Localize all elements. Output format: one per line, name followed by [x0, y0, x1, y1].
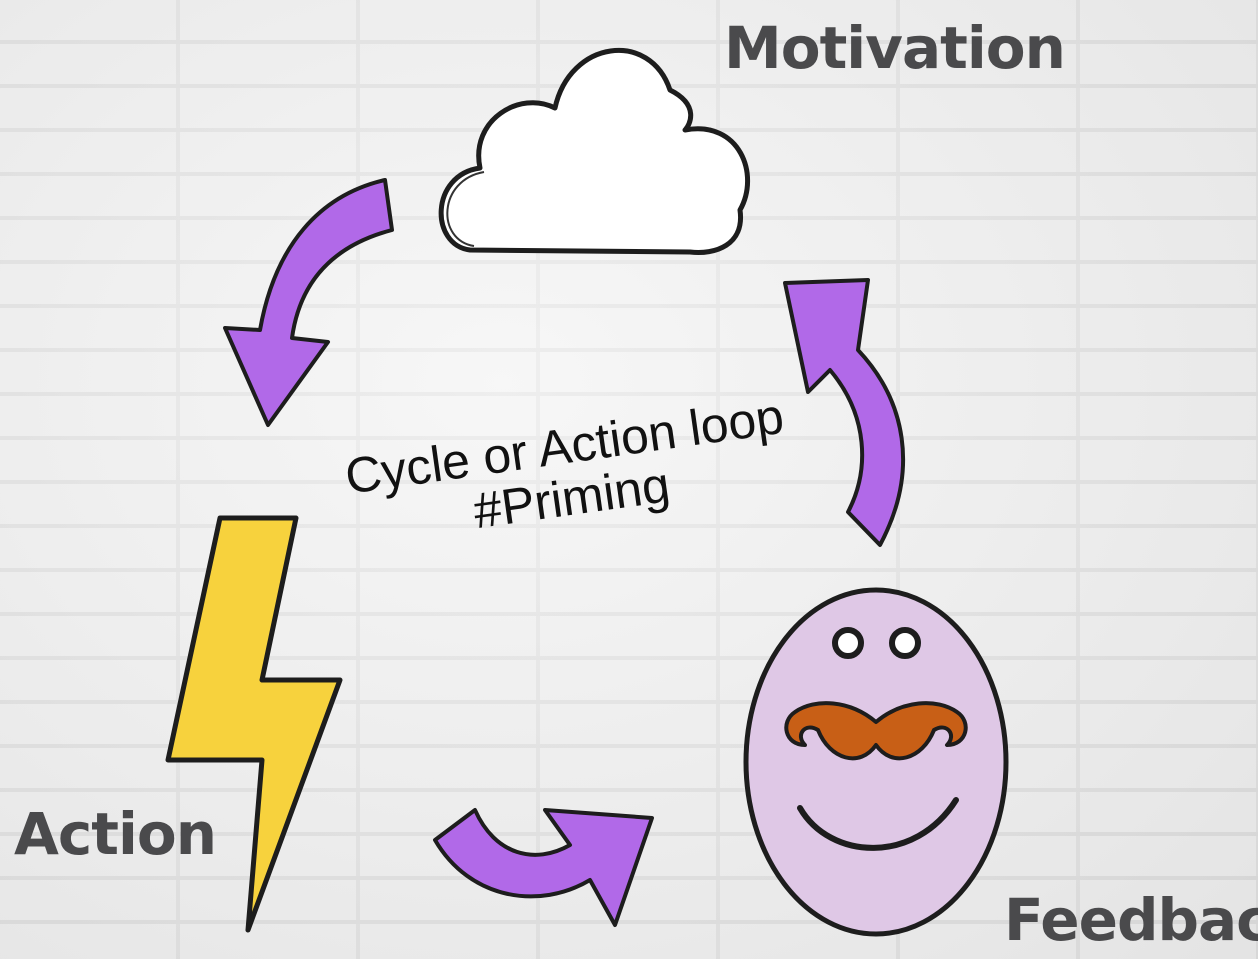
motivation-label: Motivation [724, 14, 1066, 82]
curved-arrow-icon [223, 178, 394, 427]
right-eye-icon [889, 627, 921, 659]
action-label: Action [14, 800, 217, 868]
mustache-icon [784, 701, 968, 761]
curved-arrow-icon [433, 808, 654, 927]
lightning-bolt-icon [165, 515, 343, 933]
smile-icon [797, 797, 959, 851]
face-with-mustache-icon [743, 587, 1009, 937]
feedback-label: Feedback [1004, 886, 1258, 954]
cloud-icon [438, 48, 751, 255]
curved-arrow-icon [783, 278, 906, 547]
left-eye-icon [832, 627, 864, 659]
